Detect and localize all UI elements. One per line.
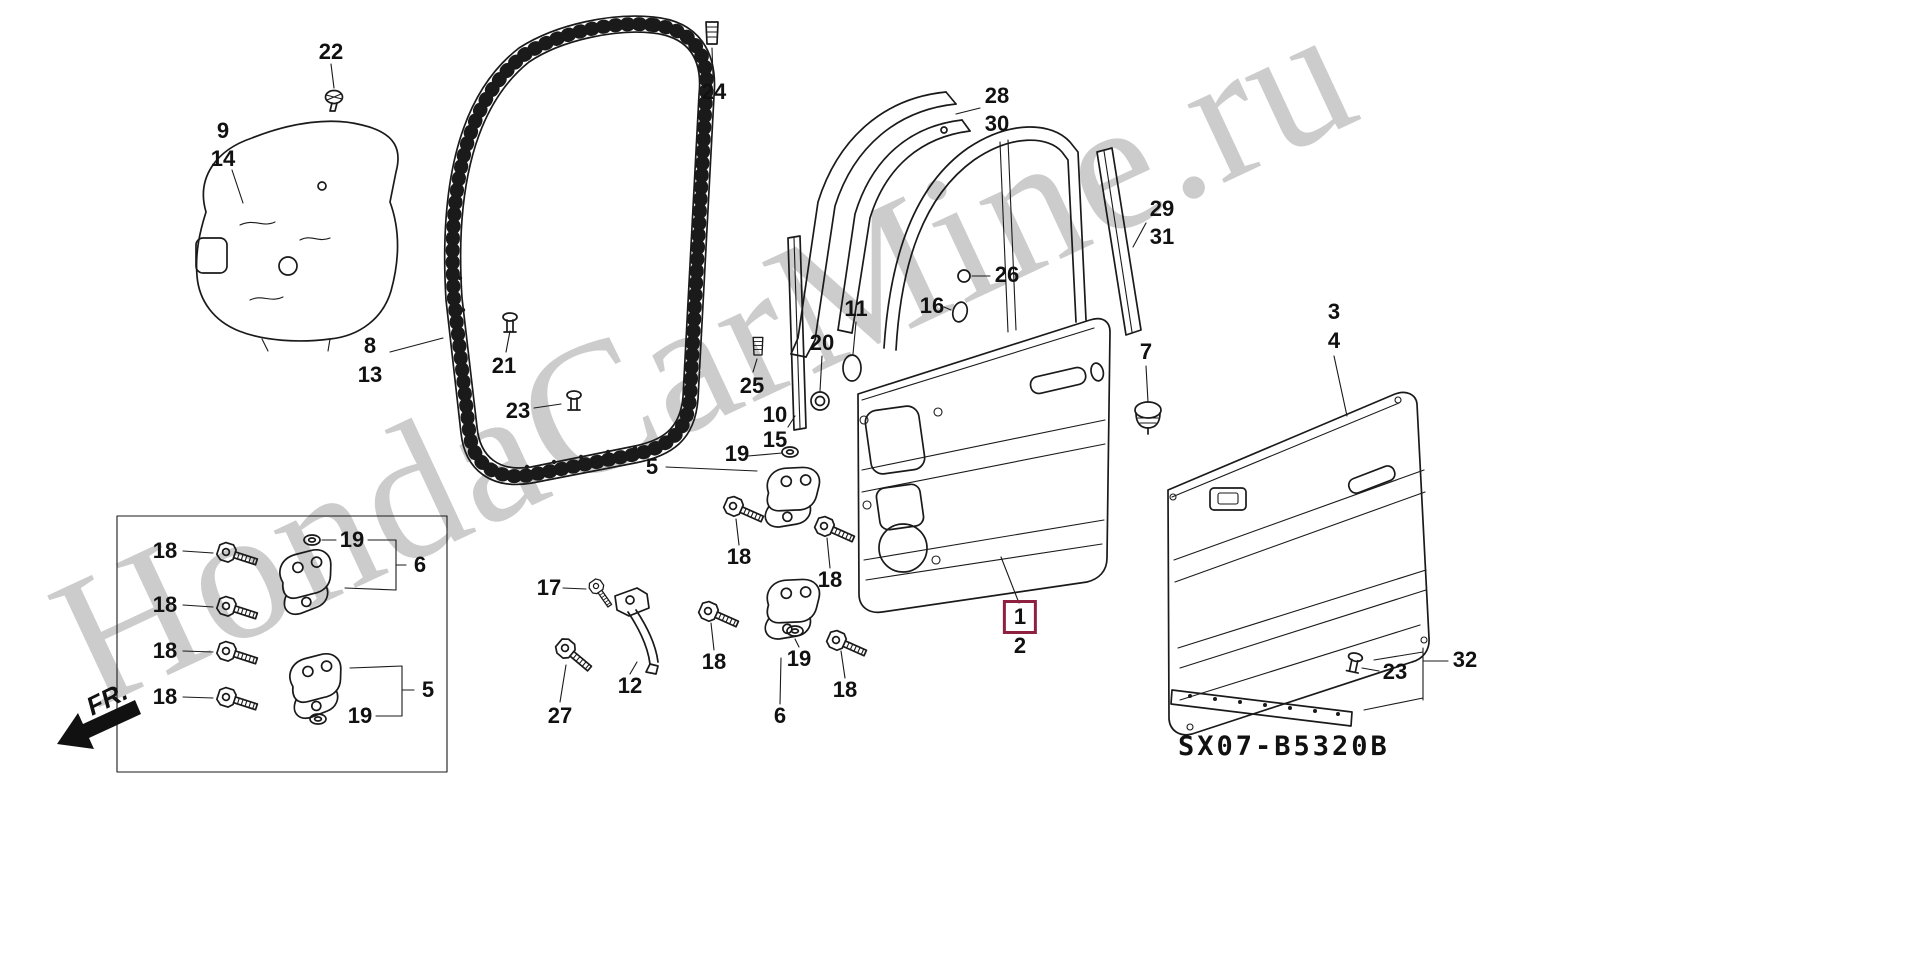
part-callout-28[interactable]: 28 [984, 83, 1010, 108]
grommet-20-icon [810, 391, 830, 411]
part-callout-19[interactable]: 19 [786, 646, 812, 671]
sash-strip-art [787, 235, 807, 431]
part-callout-24[interactable]: 24 [701, 79, 727, 104]
part-callout-11[interactable]: 11 [844, 296, 868, 321]
part-callout-12[interactable]: 12 [617, 673, 643, 698]
part-callout-9[interactable]: 9 [216, 118, 230, 143]
part-callout-4[interactable]: 4 [1327, 328, 1341, 353]
part-callout-21[interactable]: 21 [491, 353, 517, 378]
part-callout-17[interactable]: 17 [536, 575, 562, 600]
front-door-art [857, 126, 1111, 614]
part-callout-18[interactable]: 18 [152, 592, 178, 617]
part-callout-18[interactable]: 18 [701, 649, 727, 674]
part-callout-19[interactable]: 19 [339, 527, 365, 552]
part-callout-13[interactable]: 13 [357, 362, 383, 387]
part-callout-5[interactable]: 5 [645, 454, 659, 479]
part-callout-8[interactable]: 8 [363, 333, 377, 358]
part-callout-22[interactable]: 22 [318, 39, 344, 64]
weatherstrip-seal-art [443, 15, 716, 486]
diagram-code: SX07-B5320B [1178, 731, 1390, 762]
pillar-garnish-art [1096, 147, 1142, 336]
part-callout-18[interactable]: 18 [152, 538, 178, 563]
part-callout-31[interactable]: 31 [1149, 224, 1175, 249]
part-callout-26[interactable]: 26 [994, 262, 1020, 287]
part-callout-18[interactable]: 18 [726, 544, 752, 569]
part-callout-30[interactable]: 30 [984, 111, 1010, 136]
part-callout-23[interactable]: 23 [1382, 659, 1408, 684]
part-callout-32[interactable]: 32 [1452, 647, 1478, 672]
oval-11-icon [842, 354, 862, 382]
part-callout-18[interactable]: 18 [152, 638, 178, 663]
part-callout-3[interactable]: 3 [1327, 299, 1341, 324]
part-callout-19[interactable]: 19 [347, 703, 373, 728]
part-callout-18[interactable]: 18 [152, 684, 178, 709]
part-callout-25[interactable]: 25 [739, 373, 765, 398]
part-callout-2[interactable]: 2 [1013, 633, 1027, 658]
part-callout-19[interactable]: 19 [724, 441, 750, 466]
hardware-group-box [116, 515, 448, 773]
part-callout-18[interactable]: 18 [817, 567, 843, 592]
part-callout-14[interactable]: 14 [210, 146, 236, 171]
part-callout-27[interactable]: 27 [547, 703, 573, 728]
part-callout-1[interactable]: 1 [1002, 600, 1038, 634]
part-callout-6[interactable]: 6 [773, 703, 787, 728]
side-molding-art [1170, 689, 1353, 727]
part-callout-5[interactable]: 5 [421, 677, 435, 702]
part-callout-23[interactable]: 23 [505, 398, 531, 423]
part-callout-7[interactable]: 7 [1139, 339, 1153, 364]
pan-screw-icon [324, 89, 344, 112]
part-callout-20[interactable]: 20 [809, 330, 835, 355]
part-callout-15[interactable]: 15 [762, 427, 788, 452]
part-callout-18[interactable]: 18 [832, 677, 858, 702]
part-callout-16[interactable]: 16 [919, 293, 945, 318]
rear-door-art [1167, 391, 1430, 736]
hole-26-icon [957, 269, 971, 283]
oval-16-icon [951, 301, 969, 323]
door-checker-art [614, 587, 659, 675]
splash-shield-art [195, 120, 399, 352]
part-callout-10[interactable]: 10 [762, 402, 788, 427]
part-callout-29[interactable]: 29 [1149, 196, 1175, 221]
leader-lines [182, 47, 1449, 717]
part-callout-6[interactable]: 6 [413, 552, 427, 577]
